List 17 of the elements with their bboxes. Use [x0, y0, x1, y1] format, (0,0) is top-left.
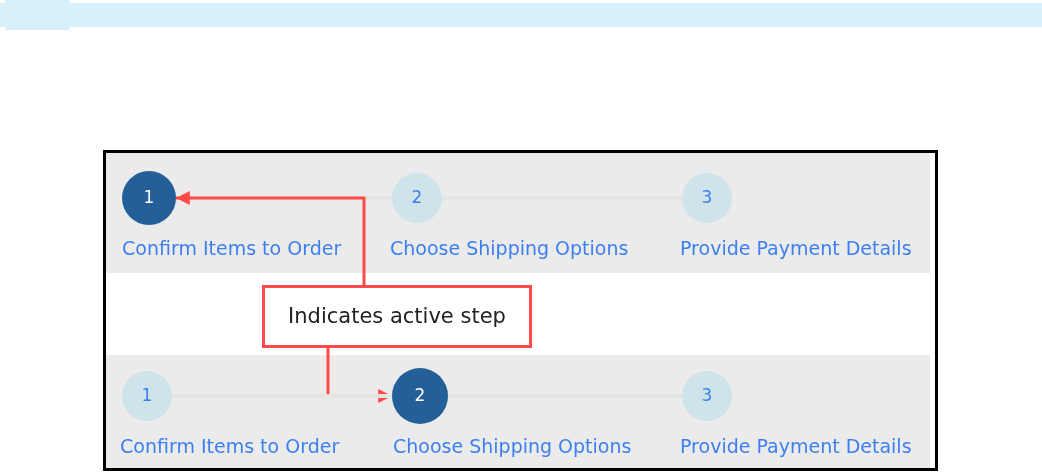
step-label: Provide Payment Details	[680, 434, 912, 458]
callout-box: Indicates active step	[262, 285, 532, 348]
step-label: Confirm Items to Order	[120, 434, 340, 458]
screenshot-frame	[103, 150, 938, 471]
step-label: Provide Payment Details	[680, 236, 912, 260]
step-circle: 1	[122, 171, 176, 225]
step-label: Choose Shipping Options	[390, 236, 629, 260]
step-label: Confirm Items to Order	[122, 236, 342, 260]
step-label: Choose Shipping Options	[393, 434, 632, 458]
arrow	[176, 191, 366, 285]
stepper-band	[106, 153, 930, 273]
step-circle: 1	[122, 371, 172, 421]
stepper-band	[106, 355, 930, 468]
step-circle: 3	[682, 371, 732, 421]
step-circle: 2	[392, 173, 442, 223]
step-circle: 3	[682, 173, 732, 223]
step-circle: 2	[392, 368, 448, 424]
